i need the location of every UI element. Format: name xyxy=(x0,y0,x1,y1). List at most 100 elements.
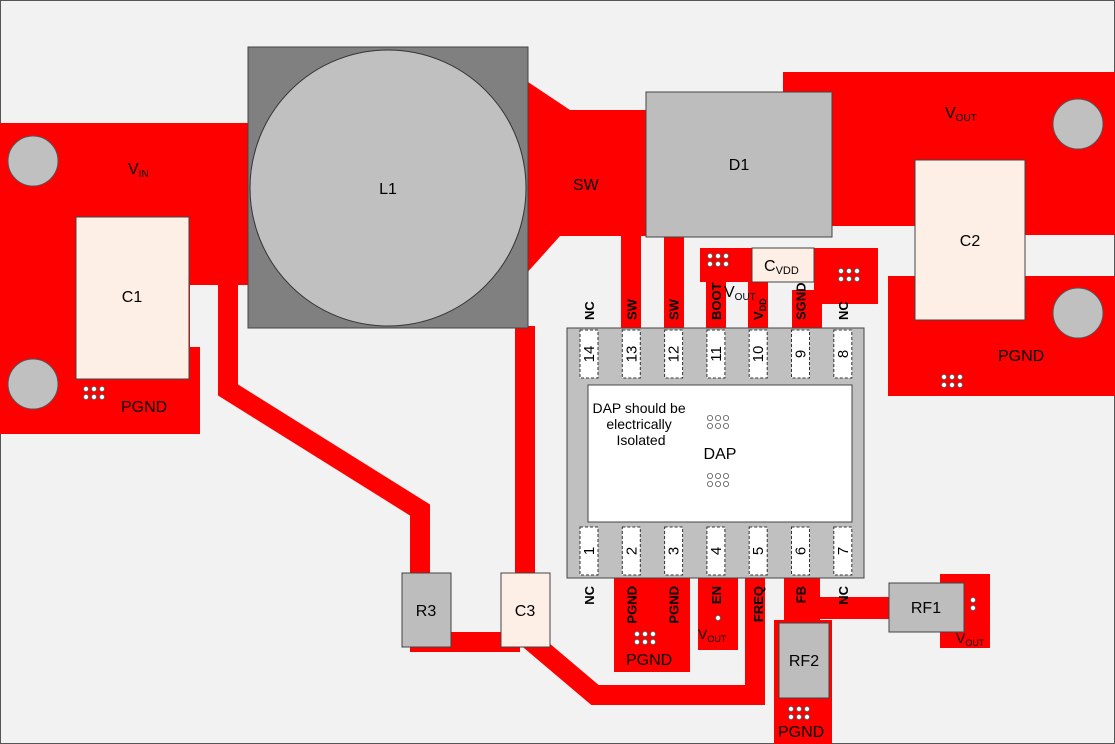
via xyxy=(804,706,811,713)
via xyxy=(650,631,657,638)
via xyxy=(970,597,977,604)
via xyxy=(854,267,861,274)
pin11-trace xyxy=(706,270,726,328)
resistor-rf1-body xyxy=(888,582,965,633)
ic-pin-pad xyxy=(748,329,768,379)
via xyxy=(838,267,845,274)
via xyxy=(854,275,861,282)
ic-pin-name: NC xyxy=(582,585,597,604)
vin-to-r3-trace xyxy=(218,280,430,578)
mounting-holes xyxy=(7,98,1104,410)
ic-pin-name: NC xyxy=(582,301,597,320)
via xyxy=(707,414,714,421)
pin10-trace xyxy=(748,270,768,328)
via xyxy=(634,631,641,638)
via xyxy=(715,472,722,479)
mounting-hole xyxy=(1052,98,1104,150)
net-label-vout-boot: VOUT xyxy=(724,284,756,303)
ic-pin-name: FB xyxy=(794,586,809,603)
capacitor-c3-label: C3 xyxy=(515,603,536,620)
via xyxy=(941,381,948,388)
via xyxy=(957,381,964,388)
en-pad-pour xyxy=(698,578,738,650)
ic-pin-number: 6 xyxy=(793,547,810,555)
capacitor-c3-body xyxy=(500,572,551,648)
ic-pin-name: EN xyxy=(709,586,724,604)
via xyxy=(949,373,956,380)
via xyxy=(957,373,964,380)
sgnd-pad-pour xyxy=(814,248,878,304)
ic-pin-number: 3 xyxy=(666,547,683,555)
pgnd-bottom-pour xyxy=(614,578,690,672)
net-label-vout-en: VOUT xyxy=(698,626,727,644)
via xyxy=(941,373,948,380)
via xyxy=(91,385,98,392)
via xyxy=(723,260,730,267)
via xyxy=(846,275,853,282)
ic-pin-name: SW xyxy=(667,298,682,320)
net-label-sw: SW xyxy=(573,177,600,194)
ic-pin-number: 5 xyxy=(750,547,767,555)
sw-pour xyxy=(525,80,646,275)
via xyxy=(788,706,795,713)
capacitor-cvdd-label: CVDD xyxy=(764,258,799,277)
via xyxy=(707,480,714,487)
ic-pin-name: VDD xyxy=(751,298,768,320)
resistor-r3-label: R3 xyxy=(416,603,437,620)
via xyxy=(99,393,106,400)
ic-pin-number: 11 xyxy=(708,346,725,362)
fb-rf1-trace xyxy=(800,597,892,619)
ic-pin-number: 7 xyxy=(835,547,852,555)
mounting-hole xyxy=(7,135,59,187)
via xyxy=(707,472,714,479)
ic-pin-pad xyxy=(706,329,726,379)
ic-pin-number: 9 xyxy=(793,350,810,358)
resistor-rf2-body xyxy=(778,622,830,699)
capacitor-c2-body xyxy=(914,159,1026,321)
ic-pin-name: BOOT xyxy=(709,282,724,320)
via xyxy=(804,714,811,721)
pin9-trace xyxy=(792,290,822,328)
via xyxy=(723,480,730,487)
via xyxy=(91,393,98,400)
mounting-hole xyxy=(7,358,59,410)
pin12-trace xyxy=(664,236,684,328)
via xyxy=(788,714,795,721)
ic-pin-pad xyxy=(791,329,810,379)
ic-pin-name: SGND xyxy=(794,282,809,320)
ic-pin-number: 10 xyxy=(750,346,767,363)
ic-dap xyxy=(587,384,853,523)
ic-pin-number: 8 xyxy=(835,350,852,358)
via xyxy=(634,639,641,646)
ic-pin-pad xyxy=(621,329,641,379)
via xyxy=(715,252,722,259)
diode-d1-body xyxy=(645,91,833,238)
ic-dap-label: DAP xyxy=(704,446,737,463)
net-label-pgnd-c1: PGND xyxy=(121,399,167,416)
ic-pin-number: 4 xyxy=(708,547,725,555)
via xyxy=(642,631,649,638)
ic-pin-number: 13 xyxy=(623,346,640,363)
via xyxy=(715,615,722,622)
via xyxy=(707,260,714,267)
ic-pin-number: 12 xyxy=(666,346,683,363)
via xyxy=(707,422,714,429)
ic-pin-name: FREQ xyxy=(751,586,766,622)
via xyxy=(846,267,853,274)
ic-pin-number: 14 xyxy=(581,346,598,363)
ic-pin-pad xyxy=(791,526,810,576)
ic-pin-pad xyxy=(664,329,684,379)
capacitor-c1-label: C1 xyxy=(122,289,143,306)
via xyxy=(949,381,956,388)
via xyxy=(650,639,657,646)
resistor-rf2-label: RF2 xyxy=(789,653,819,670)
via xyxy=(723,252,730,259)
ic-pin-name: SW xyxy=(624,298,639,320)
via xyxy=(99,385,106,392)
via xyxy=(796,706,803,713)
net-label-vout-rf1: VOUT xyxy=(956,630,985,648)
via xyxy=(723,414,730,421)
via xyxy=(796,714,803,721)
ic-pin-name: PGND xyxy=(667,586,682,624)
ic-pin-name: NC xyxy=(836,301,851,320)
